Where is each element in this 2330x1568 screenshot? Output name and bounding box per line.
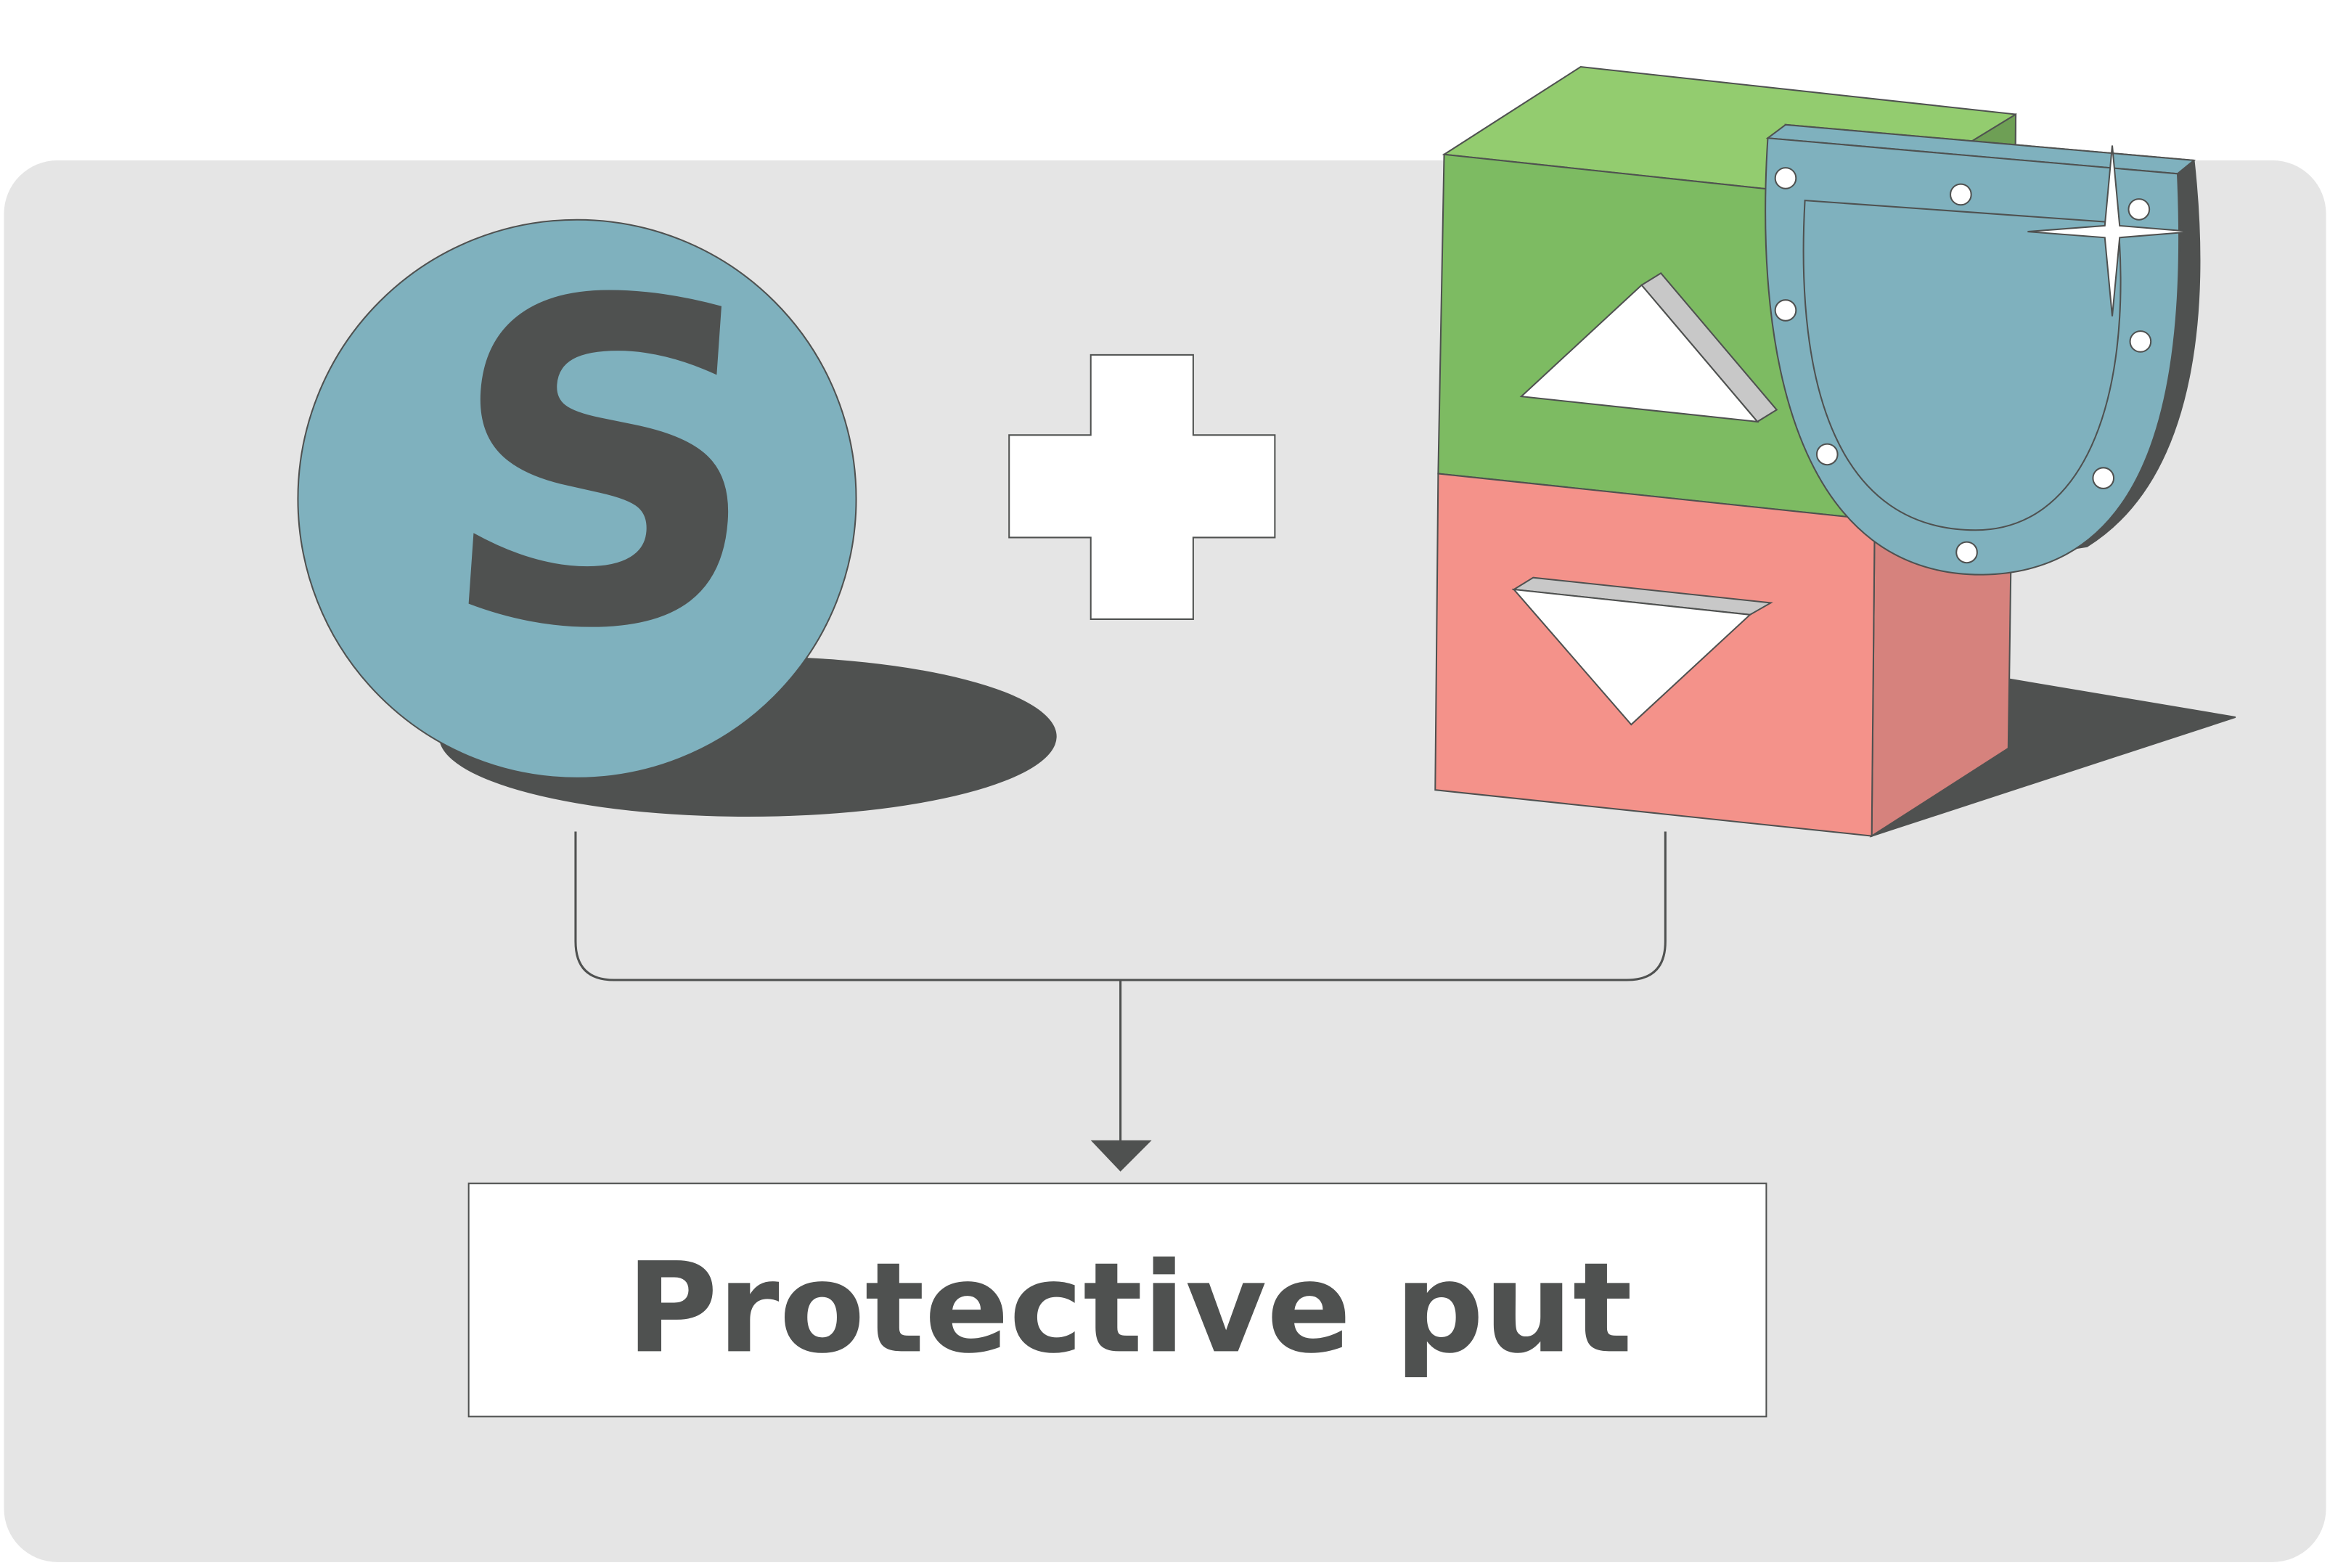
stock-symbol: S [425,208,782,726]
arrow-down-icon [1090,1140,1152,1172]
stock-coin-icon: S [297,208,1057,817]
up-triangle [1519,284,1759,423]
shield-icon [1765,123,2201,576]
result-label: Protective put [626,1236,1632,1381]
down-triangle [1512,588,1752,726]
sparkle-icon [2027,145,2193,317]
coin-circle [297,219,857,779]
result-box [467,1183,1767,1418]
plus-icon [1008,354,1276,620]
